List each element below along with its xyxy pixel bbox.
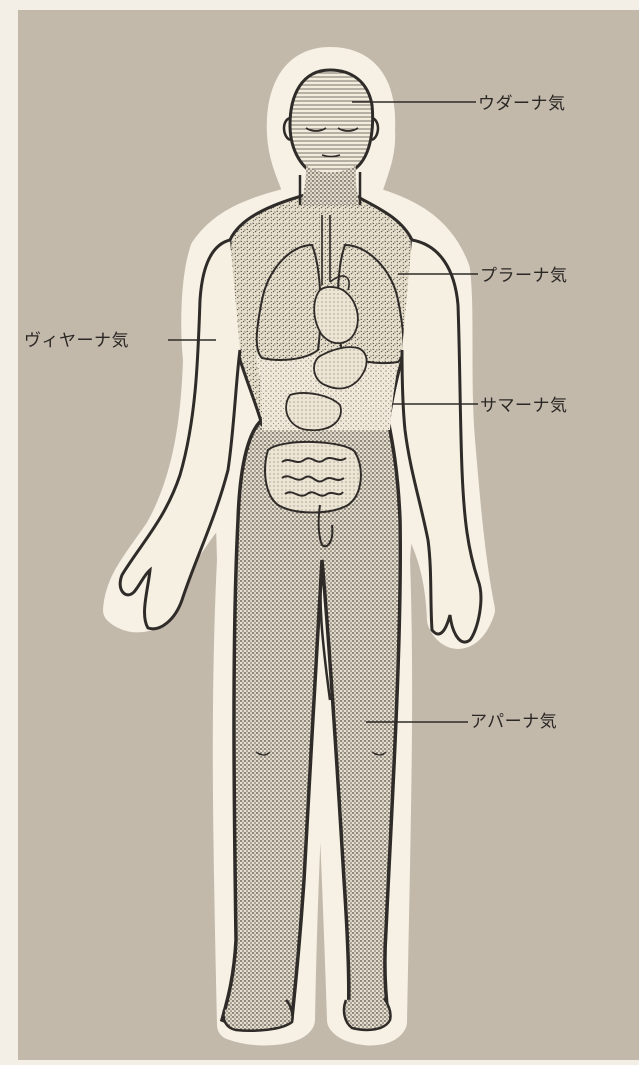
right-foot: [344, 998, 391, 1030]
head: [290, 70, 373, 176]
apana-label: アパーナ気: [470, 712, 557, 732]
prana-label: プラーナ気: [480, 266, 568, 286]
udana-label: ウダーナ気: [478, 94, 566, 114]
vyana-label: ヴィヤーナ気: [24, 331, 129, 351]
samana-label: サマーナ気: [480, 396, 568, 416]
